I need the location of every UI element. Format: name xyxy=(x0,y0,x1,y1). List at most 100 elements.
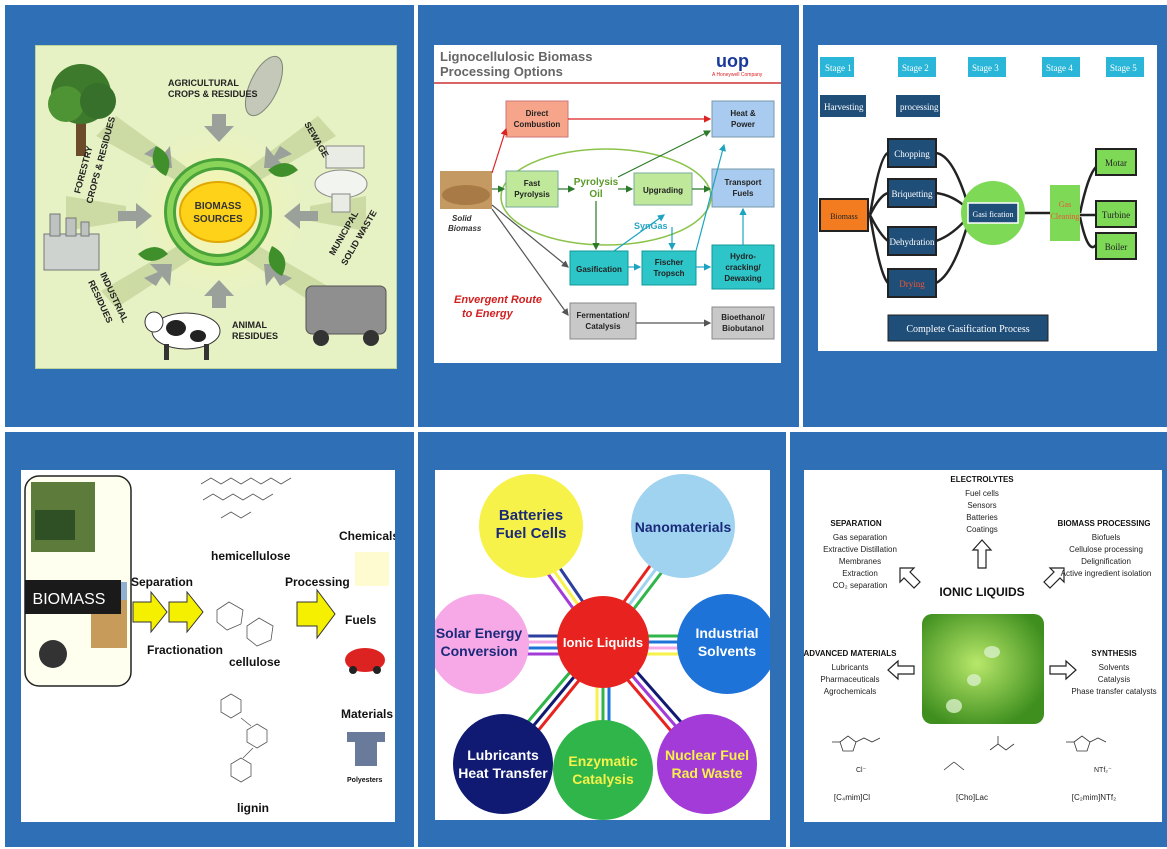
advanced-2: Agrochemicals xyxy=(824,687,876,696)
biomass-sources-image: BIOMASS SOURCES xyxy=(35,45,397,369)
cell-gasification-process: Stage 1 Stage 2 Stage 3 Stage 4 Stage 5 … xyxy=(803,5,1167,427)
lignin-structure xyxy=(220,693,268,783)
nano-node xyxy=(631,474,735,578)
boiler-box xyxy=(1095,232,1137,260)
cell-ionic-applications: ELECTROLYTES Fuel cells Sensors Batterie… xyxy=(790,432,1167,847)
electrolytes-2: Batteries xyxy=(966,513,998,522)
fischer-label-1: Fischer xyxy=(655,258,683,267)
center-label-1: BIOMASS xyxy=(195,201,242,212)
industrial-label-2: Solvents xyxy=(698,643,757,659)
stage-1: Stage 1 xyxy=(825,63,852,73)
separation-0: Gas separation xyxy=(833,533,887,542)
fischer-tropsch-box xyxy=(641,250,697,286)
stage-5: Stage 5 xyxy=(1110,63,1137,73)
nuc-label-1: Nuclear Fuel xyxy=(665,747,749,763)
turbine-box xyxy=(1095,200,1137,228)
dehydration-label: Dehydration xyxy=(890,237,935,247)
stage-row xyxy=(820,57,1144,77)
gas-cleaning-box xyxy=(1050,185,1080,241)
nuclear-node xyxy=(657,714,757,814)
drying-label: Drying xyxy=(899,279,925,289)
motor-label: Motar xyxy=(1105,158,1127,168)
cholactate-structure xyxy=(943,736,1015,771)
advanced-title: ADVANCED MATERIALS xyxy=(804,649,897,658)
upgrading-label: Upgrading xyxy=(643,186,683,195)
solid-label-1: Solid xyxy=(452,214,473,223)
turbine-label: Turbine xyxy=(1102,210,1130,220)
footer-label: Complete Gasification Process xyxy=(906,324,1029,335)
chem1-label: [C₄mim]Cl xyxy=(834,793,870,802)
hydro-label-3: Dewaxing xyxy=(724,274,761,283)
ionic-liquids-title: IONIC LIQUIDS xyxy=(939,585,1024,599)
fractionation-label: Fractionation xyxy=(147,643,223,657)
biomass-2: Delignification xyxy=(1081,557,1131,566)
polyesters-label: Polyesters xyxy=(347,777,383,784)
hydro-label-2: cracking/ xyxy=(725,263,761,272)
lub-label-2: Heat Transfer xyxy=(458,765,548,781)
fractionation-slide: BIOMASS Separation Fractionation hemicel… xyxy=(21,470,395,822)
lignocellulosic-slide: Lignocellulosic Biomass Processing Optio… xyxy=(434,45,781,363)
fuels-label: Fuels xyxy=(345,613,377,627)
electrolytes-title: ELECTROLYTES xyxy=(950,475,1014,484)
batteries-label-2: Fuel Cells xyxy=(496,525,567,542)
boiler-label: Boiler xyxy=(1105,242,1128,252)
uop-subtitle: A Honeywell Company xyxy=(712,72,763,78)
bioethanol-box xyxy=(711,306,775,340)
up-right-arrow-icon xyxy=(1043,567,1065,589)
hydro-label-1: Hydro- xyxy=(730,252,756,261)
bio-label-2: Biobutanol xyxy=(722,324,764,333)
gasification-box xyxy=(569,250,629,286)
separation-arrow-2 xyxy=(168,590,204,634)
envergent-label-2: to Energy xyxy=(462,308,514,320)
fast-pyrolysis-box xyxy=(505,170,559,208)
separation-3: Extraction xyxy=(842,569,878,578)
fermentation-box xyxy=(569,302,637,340)
synthesis-1: Catalysis xyxy=(1098,675,1130,684)
electrolytes-0: Fuel cells xyxy=(965,489,999,498)
electrolytes-3: Coatings xyxy=(966,525,998,534)
gasification-label: Gasification xyxy=(576,265,622,274)
direct-combustion-box xyxy=(505,100,569,138)
left-arrow-icon xyxy=(887,659,915,681)
industrial-node xyxy=(677,594,770,694)
solar-label-1: Solar Energy xyxy=(436,625,523,641)
transport-label-2: Fuels xyxy=(733,189,754,198)
gas-label-1: Gas xyxy=(1059,200,1071,209)
enzymatic-node xyxy=(553,720,653,820)
nano-label: Nanomaterials xyxy=(635,519,732,535)
uop-logo: uop xyxy=(716,51,749,71)
cellulose-label: cellulose xyxy=(229,655,281,669)
biomass-label: BIOMASS xyxy=(33,591,106,608)
toilet-icon xyxy=(314,145,368,213)
right-arrow-icon xyxy=(1049,659,1077,681)
enz-label-1: Enzymatic xyxy=(568,753,637,769)
harvesting-label: Harvesting xyxy=(824,102,864,112)
ionic-applications-slide: ELECTROLYTES Fuel cells Sensors Batterie… xyxy=(804,470,1162,822)
footer-box xyxy=(887,314,1049,342)
ferm-label-2: Catalysis xyxy=(585,322,621,331)
syngas-label: SynGas xyxy=(634,221,668,231)
batteries-node xyxy=(479,474,583,578)
chem2-label: [Cho]Lac xyxy=(956,793,988,802)
gasification-slide: Stage 1 Stage 2 Stage 3 Stage 4 Stage 5 … xyxy=(818,45,1157,351)
upgrading-box xyxy=(633,172,693,206)
cell-ionic-liquids-wheel: Batteries Fuel Cells Nanomaterials Solar… xyxy=(418,432,786,847)
gasification-label: Gasi fication xyxy=(972,210,1013,219)
separation-1: Extractive Distillation xyxy=(823,545,897,554)
solar-label-2: Conversion xyxy=(440,643,517,659)
garbage-truck-icon xyxy=(305,285,387,346)
fast-label-1: Fast xyxy=(524,179,541,188)
separation-2: Membranes xyxy=(839,557,881,566)
dehydration-box xyxy=(887,226,937,256)
processing-label: Processing xyxy=(285,575,350,589)
nuc-label-2: Rad Waste xyxy=(671,765,742,781)
stage-4: Stage 4 xyxy=(1046,63,1073,73)
biomass-1: Cellulose processing xyxy=(1069,545,1143,554)
chem3-label: [C₂mim]NTf₂ xyxy=(1072,793,1116,802)
materials-label: Materials xyxy=(341,707,393,721)
cell-biomass-fractionation: BIOMASS Separation Fractionation hemicel… xyxy=(5,432,414,847)
motor-box xyxy=(1095,148,1137,176)
c4mim-structure xyxy=(832,735,881,752)
synthesis-title: SYNTHESIS xyxy=(1091,649,1137,658)
lignin-label: lignin xyxy=(237,801,269,815)
